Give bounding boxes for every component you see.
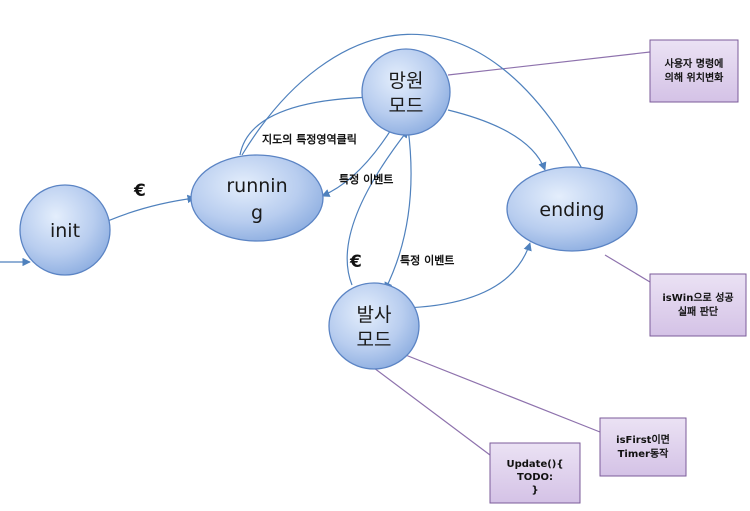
note-timer: isFirst이면 Timer동작	[599, 417, 687, 477]
note-timer-line-2: Timer동작	[618, 447, 670, 460]
state-ending-label: ending	[539, 199, 604, 221]
note-mangwon-line-2: 의해 위치변화	[665, 71, 724, 84]
edge-mangwon-balsa	[384, 127, 412, 291]
note-update: Update(){ TODO: }	[489, 442, 581, 504]
note-ending: isWin으로 성공 실패 판단	[649, 273, 747, 337]
note-update-line-3: }	[531, 485, 538, 496]
edge-balsa-ending	[401, 242, 532, 309]
edge-running-mangwon	[239, 92, 376, 156]
state-mangwon: 망원 모드	[361, 48, 451, 136]
state-init: init	[19, 184, 111, 276]
edge-mangwon-running	[321, 124, 395, 197]
state-balsa-label-2: 모드	[357, 329, 392, 351]
connector-update-note	[369, 364, 491, 456]
connector-timer-note	[397, 351, 601, 433]
note-ending-line-1: isWin으로 성공	[662, 291, 733, 304]
note-update-line-1: Update(){	[506, 459, 563, 470]
state-balsa: 발사 모드	[328, 282, 420, 370]
note-ending-line-2: 실패 판단	[678, 305, 719, 318]
edge-label-specific-event-2: 특정 이벤트	[400, 253, 454, 267]
connector-mangwon-note	[447, 51, 651, 76]
note-mangwon-line-1: 사용자 명령에	[665, 57, 724, 70]
edge-label-specific-event-1: 특정 이벤트	[339, 172, 393, 186]
edge-running-ending	[241, 33, 589, 181]
connector-ending-note	[604, 254, 651, 283]
note-update-line-2: TODO:	[517, 472, 553, 483]
state-init-label: init	[50, 220, 80, 242]
state-balsa-label-1: 발사	[357, 304, 392, 326]
state-running: runnin g	[190, 154, 324, 242]
state-mangwon-label-2: 모드	[389, 95, 424, 117]
epsilon-label-init-running: €	[133, 181, 146, 201]
edge-mangwon-ending	[447, 109, 547, 171]
state-ending: ending	[506, 166, 638, 252]
note-connectors	[369, 51, 651, 456]
note-mangwon: 사용자 명령에 의해 위치변화	[649, 39, 739, 103]
edge-balsa-mangwon	[346, 129, 409, 286]
note-timer-line-1: isFirst이면	[616, 433, 670, 446]
state-mangwon-label-1: 망원	[389, 70, 424, 92]
edge-label-map-click: 지도의 특정영역클릭	[262, 132, 357, 146]
epsilon-label-balsa-mangwon: €	[349, 252, 362, 272]
state-running-label-1: runnin	[226, 175, 287, 197]
state-running-label-2: g	[251, 202, 263, 224]
